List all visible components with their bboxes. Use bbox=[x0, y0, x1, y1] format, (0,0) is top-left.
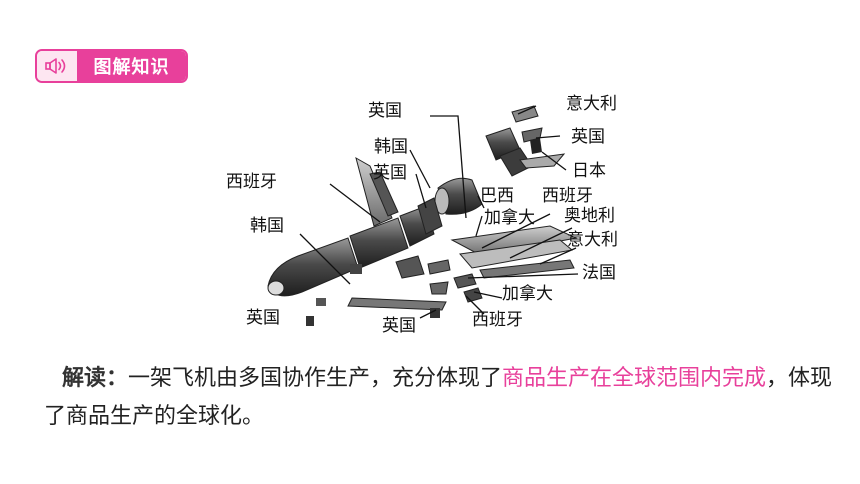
part-label: 奥地利 bbox=[564, 206, 615, 226]
wing-parts bbox=[306, 225, 578, 326]
part-label: 意大利 bbox=[566, 94, 617, 114]
part-label: 意大利 bbox=[567, 230, 618, 250]
part-label: 加拿大 bbox=[502, 284, 553, 304]
part-label: 加拿大 bbox=[484, 208, 535, 228]
part-label: 英国 bbox=[382, 316, 416, 336]
explanation-paragraph: 解读：一架飞机由多国协作生产，充分体现了商品生产在全球范围内完成，体现了商品生产… bbox=[44, 360, 834, 436]
part-label: 英国 bbox=[571, 127, 605, 147]
speaker-icon bbox=[37, 51, 77, 81]
airplane-parts-diagram: 英国 意大利 韩国 英国 英国 西班牙 日本 巴西 西班牙 加拿大 奥地利 韩国… bbox=[220, 88, 650, 340]
part-label: 英国 bbox=[373, 163, 407, 183]
part-label: 巴西 bbox=[480, 186, 514, 206]
part-label: 英国 bbox=[246, 308, 280, 328]
engine-parts bbox=[485, 105, 566, 177]
explanation-highlight: 商品生产在全球范围内完成 bbox=[502, 366, 767, 391]
part-label: 法国 bbox=[582, 263, 616, 283]
part-label: 日本 bbox=[572, 161, 606, 181]
leader-lines bbox=[299, 105, 579, 319]
part-label: 韩国 bbox=[374, 137, 408, 157]
explanation-text-2: ，体现了商品生产的全球化。 bbox=[44, 366, 833, 429]
explanation-lead: 解读： bbox=[62, 366, 129, 391]
part-label: 英国 bbox=[368, 101, 402, 121]
airplane-exploded-drawing bbox=[267, 105, 579, 326]
vertical-tail bbox=[355, 156, 393, 227]
fuselage-sections bbox=[267, 177, 483, 297]
part-label: 韩国 bbox=[250, 216, 284, 236]
part-label: 西班牙 bbox=[542, 186, 593, 206]
part-label: 西班牙 bbox=[226, 172, 277, 192]
explanation-text-1: 一架飞机由多国协作生产，充分体现了 bbox=[128, 366, 503, 391]
section-badge: 图解知识 bbox=[35, 49, 188, 83]
badge-label: 图解知识 bbox=[77, 51, 186, 81]
part-label: 西班牙 bbox=[472, 310, 523, 330]
